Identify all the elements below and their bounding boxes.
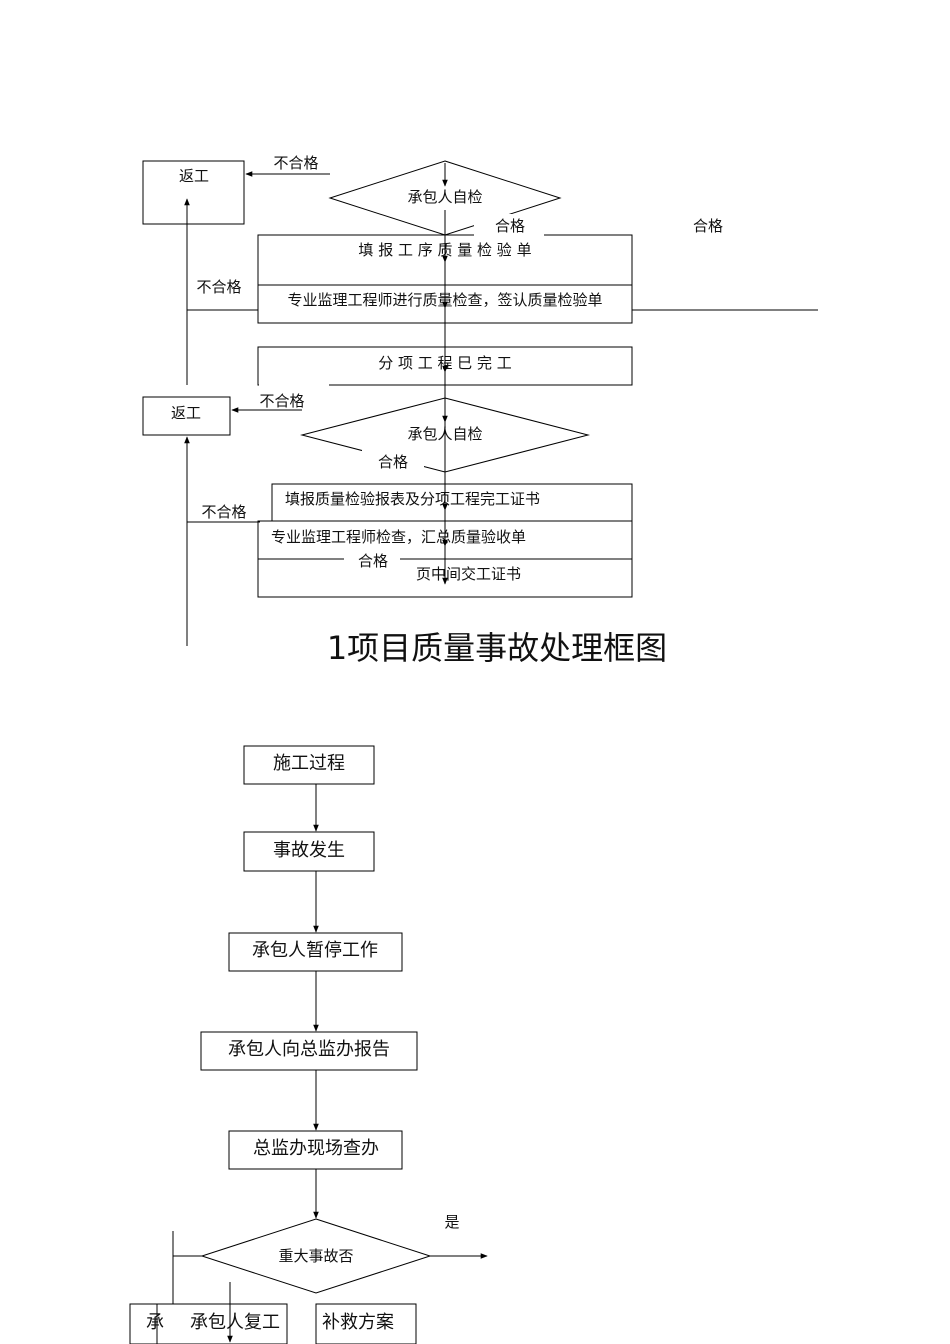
pass-label-1: 合格 (495, 217, 525, 235)
construction-process-label: 施工过程 (273, 753, 345, 774)
fail-label-2: 不合格 (196, 278, 241, 296)
pass-mask-1 (474, 214, 544, 236)
chief-site-check-label: 总监办现场查办 (253, 1138, 379, 1159)
resume-partial-label: 承 (146, 1312, 164, 1333)
fail-label-1: 不合格 (273, 154, 318, 172)
accident-occurs-label: 事故发生 (273, 840, 345, 861)
self-check-label-1: 承包人自检 (407, 188, 482, 206)
rework-label-2: 返工 (171, 404, 201, 422)
fail-label-4: 不合格 (201, 503, 246, 521)
construction-process-box (243, 745, 375, 785)
contractor-pause-label: 承包人暂停工作 (252, 940, 378, 961)
section-title: 1项目质量事故处理框图 (327, 629, 667, 667)
rework-box-1 (142, 160, 245, 225)
contractor-resume-box (129, 1303, 288, 1344)
contractor-report-box (200, 1031, 418, 1071)
contractor-pause-box (228, 932, 403, 972)
remedy-plan-label: 补救方案 (322, 1312, 394, 1333)
major-accident-label: 重大事故否 (278, 1247, 353, 1265)
pass-mask-4 (344, 552, 400, 568)
pass-label-3: 合格 (378, 453, 408, 471)
pass-label-4: 合格 (358, 552, 388, 570)
contractor-resume-label: 承包人复工 (190, 1312, 280, 1333)
major-accident-diamond (200, 1218, 432, 1294)
contractor-report-label: 承包人向总监办报告 (228, 1039, 390, 1060)
chief-site-check-box (228, 1130, 403, 1170)
pass-label-2: 合格 (693, 217, 723, 235)
interim-handover-label: 页中间交工证书 (416, 565, 521, 583)
pass-mask-3 (362, 450, 424, 470)
subitem-box-gap (259, 375, 329, 389)
accident-occurs-box (243, 831, 375, 872)
remedy-plan-box (315, 1303, 417, 1344)
rework-box-2 (142, 396, 231, 436)
rework-label-1: 返工 (179, 167, 209, 185)
yes-label: 是 (444, 1213, 459, 1231)
fill-report-certificate-label: 填报质量检验报表及分项工程完工证书 (285, 490, 540, 508)
engineer-check-summary-label: 专业监理工程师检查，汇总质量验收单 (271, 528, 526, 546)
fill-report-certificate-box (271, 483, 633, 522)
fail-label-3: 不合格 (259, 392, 304, 410)
